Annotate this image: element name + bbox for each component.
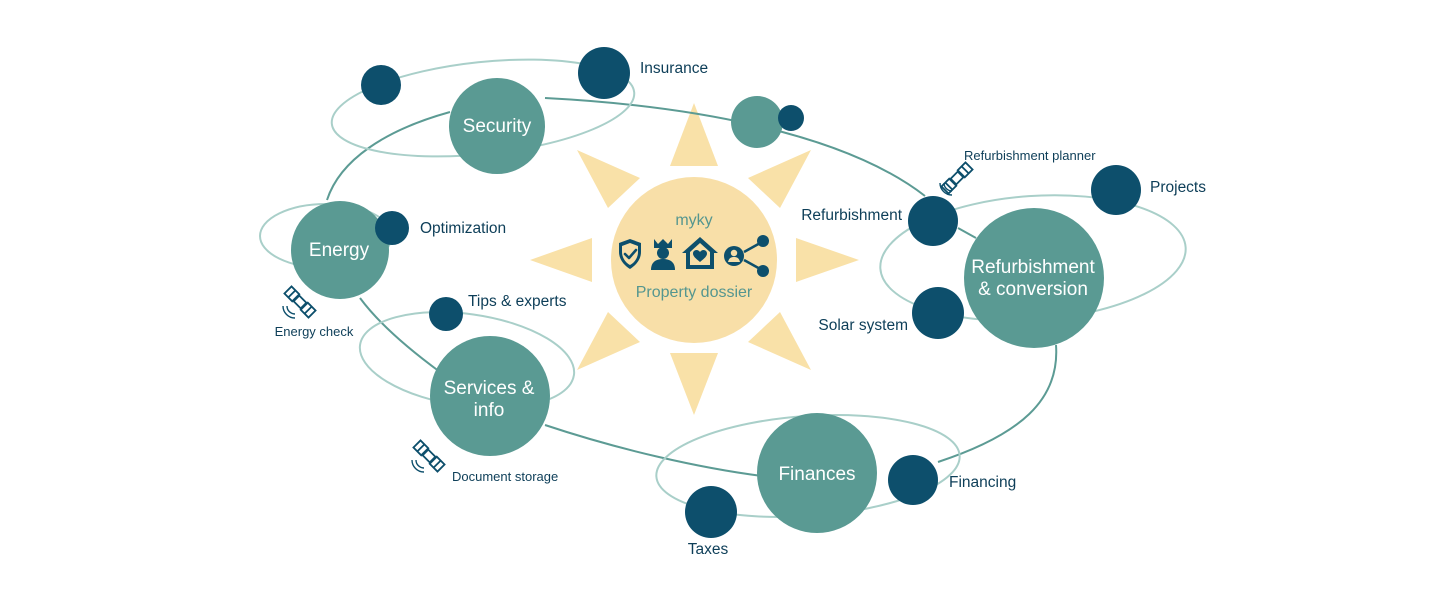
satellite-icon [283, 285, 317, 319]
moon-insurance [578, 47, 630, 99]
moon-refurbishment [908, 196, 958, 246]
moon-labels: Insurance Optimization Tips & experts Re… [420, 60, 1206, 558]
orbit-energy-to-security [326, 111, 451, 201]
planet-energy: Energy [291, 201, 389, 299]
sun-ray-left [530, 238, 592, 282]
planet-finances-label: Finances [778, 464, 855, 485]
planet-refurbishment-disc [964, 208, 1104, 348]
planet-services-disc [430, 336, 550, 456]
moon-projects-label: Projects [1150, 179, 1206, 196]
moon-financing [888, 455, 938, 505]
moons [361, 47, 1141, 538]
moon-top-small [778, 105, 804, 131]
sun-ray-top [670, 103, 718, 166]
sun-ray-bottom [670, 353, 718, 415]
orbit-energy-to-services [359, 297, 441, 373]
moon-solar [912, 287, 964, 339]
sun-brand: myky [675, 212, 712, 229]
planet-refurbishment: Refurbishment & conversion [964, 208, 1104, 348]
sun-rays [530, 103, 859, 415]
signal-waves-icon [411, 459, 425, 473]
moon-financing-label: Financing [949, 474, 1016, 491]
sun-ray-top-left [577, 150, 640, 208]
planet-finances: Finances [757, 413, 877, 533]
satellite-refurbishment-planner: Refurbishment planner [939, 148, 1096, 196]
orbit-refurbishment-moon-link [957, 227, 977, 239]
moon-taxes-label: Taxes [688, 541, 729, 558]
planet-services-label-line2: info [474, 400, 505, 421]
house-heart-icon [682, 237, 718, 269]
satellite-refurbishment-planner-label: Refurbishment planner [964, 148, 1096, 163]
moon-top-teal [731, 96, 783, 148]
moon-taxes [685, 486, 737, 538]
moon-refurbishment-label: Refurbishment [801, 207, 902, 224]
moon-tips [429, 297, 463, 331]
satellite-icon [412, 439, 446, 473]
moon-optimization [375, 211, 409, 245]
satellite-icon [940, 161, 974, 195]
satellite-document-storage-label: Document storage [452, 469, 558, 484]
sun-subtitle: Property dossier [636, 284, 753, 301]
moon-tips-label: Tips & experts [468, 293, 567, 310]
main-orbit [326, 97, 1058, 477]
shield-check-icon [619, 239, 641, 269]
user-share-icon [724, 235, 769, 277]
signal-waves-icon [939, 182, 953, 196]
planet-services-label-line1: Services & [444, 378, 535, 399]
sun-ray-top-right [748, 150, 811, 208]
orbit-finances-to-refurbishment [937, 344, 1058, 463]
sun-ray-bottom-right [748, 312, 811, 370]
planet-energy-label: Energy [309, 240, 370, 261]
moon-optimization-label: Optimization [420, 220, 506, 237]
planet-security: Security [449, 78, 545, 174]
moon-projects [1091, 165, 1141, 215]
planet-refurbishment-label-line1: Refurbishment [971, 257, 1095, 278]
signal-waves-icon [282, 305, 296, 319]
satellite-energy-check-label: Energy check [275, 324, 354, 339]
satellite-document-storage: Document storage [411, 439, 558, 484]
satellite-energy-check: Energy check [275, 285, 354, 339]
planet-energy-disc [291, 201, 389, 299]
planet-refurbishment-label-line2: & conversion [978, 279, 1088, 300]
moon-insurance-label: Insurance [640, 60, 708, 77]
user-crown-icon [651, 239, 675, 270]
sun-ray-right [796, 238, 859, 282]
planet-services: Services & info [430, 336, 550, 456]
sun: myky Property dossier [611, 177, 777, 343]
sun-ray-bottom-left [577, 312, 640, 370]
orbit-services-to-finances [544, 424, 763, 477]
planet-finances-disc [757, 413, 877, 533]
moon-solar-label: Solar system [818, 317, 908, 334]
planet-security-label: Security [463, 116, 532, 137]
moon-security-left [361, 65, 401, 105]
planet-security-disc [449, 78, 545, 174]
